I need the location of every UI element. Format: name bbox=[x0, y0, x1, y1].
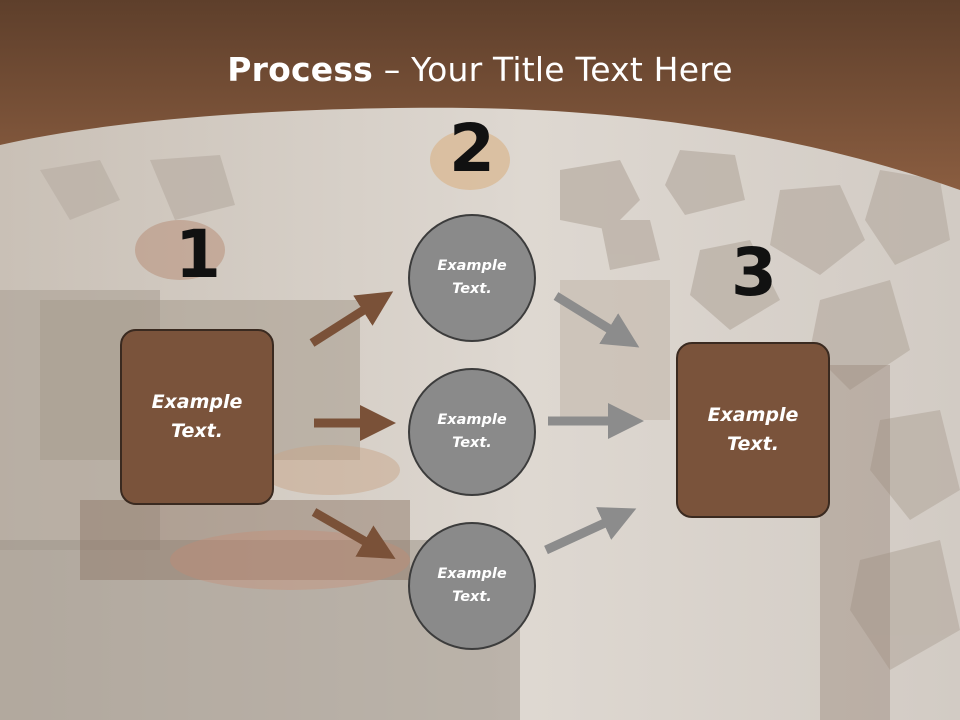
step-2-text-bottom: Example Text. bbox=[437, 566, 507, 605]
step-1-text: Example Text. bbox=[151, 391, 243, 442]
step-number-1: 1 bbox=[175, 216, 221, 293]
arrow-1-to-2c bbox=[311, 508, 396, 559]
step-number-2: 2 bbox=[449, 110, 495, 187]
step-3-text: Example Text. bbox=[707, 404, 799, 455]
step-2-circle-bottom: Example Text. bbox=[408, 522, 536, 650]
step-1-box: Example Text. bbox=[120, 329, 274, 505]
step-2-text-top: Example Text. bbox=[437, 258, 507, 297]
title-rest: – Your Title Text Here bbox=[373, 50, 733, 89]
arrow-2c-to-3 bbox=[544, 507, 637, 555]
slide-title: Process – Your Title Text Here bbox=[0, 50, 960, 89]
arrow-1-to-2a bbox=[309, 291, 394, 347]
arrow-2a-to-3 bbox=[553, 292, 640, 348]
step-2-text-middle: Example Text. bbox=[437, 412, 507, 451]
step-number-3: 3 bbox=[731, 234, 777, 311]
title-bold: Process bbox=[227, 50, 374, 89]
step-2-circle-middle: Example Text. bbox=[408, 368, 536, 496]
step-3-box: Example Text. bbox=[676, 342, 830, 518]
step-2-circle-top: Example Text. bbox=[408, 214, 536, 342]
